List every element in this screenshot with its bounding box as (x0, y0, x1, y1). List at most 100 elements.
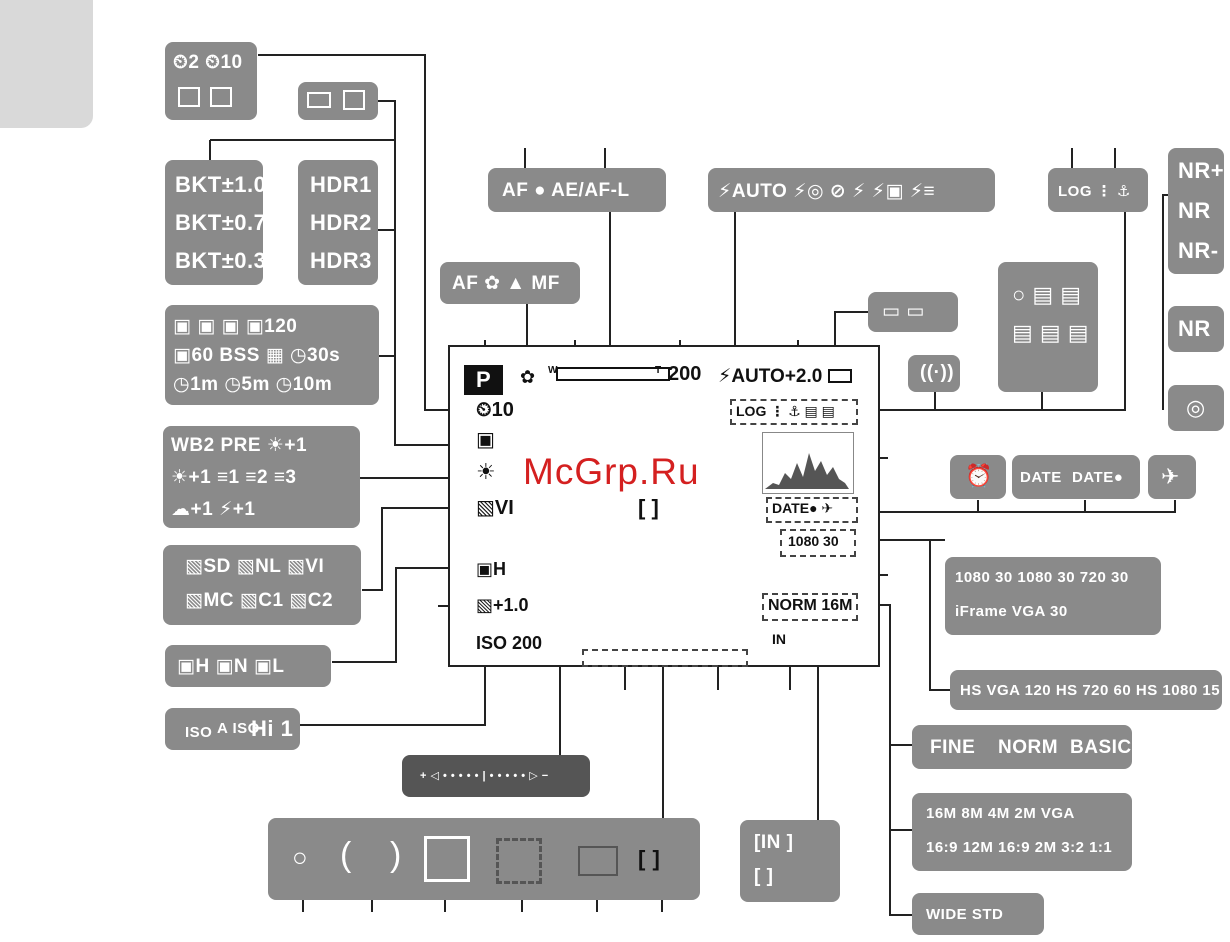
date-box: DATE DATE● (1012, 455, 1140, 499)
smile-timer-icon (177, 86, 237, 115)
clock-icon: ⏰ (965, 463, 993, 488)
focus-bracket-icon: [ ] (638, 846, 661, 871)
image-size-row-2: 16:9 12M 16:9 2M 3:2 1:1 (926, 839, 1113, 856)
memory-row-2: [ ] (754, 866, 774, 887)
monitor-exposure: ▧+1.0 (476, 595, 529, 615)
image-size-row-1: 16M 8M 4M 2M VGA (926, 805, 1075, 822)
hdr-2: HDR2 (310, 210, 372, 235)
clock-icon-box: ⏰ (950, 455, 1006, 499)
focus-rect-icon (578, 846, 618, 876)
log-gps-box: LOG ⋮ ⚓ (1048, 168, 1148, 212)
movie-size-row-1: 1080 30 1080 30 720 30 (955, 569, 1129, 586)
focus-right-paren: ) (390, 836, 402, 874)
hdr-3: HDR3 (310, 248, 372, 273)
watermark: McGrp.Ru (523, 451, 700, 492)
iso-hi: Hi 1 (251, 716, 294, 741)
monitor-wb: ☀ (476, 459, 496, 484)
focus-left-paren: ( (340, 836, 352, 874)
exposure-scale: + ◁ • • • • • | • • • • • ▷ − (420, 770, 549, 782)
hs-movie-box: HS VGA 120 HS 720 60 HS 1080 15 (950, 670, 1222, 710)
vr-box: ((·)) (908, 355, 960, 392)
vr-icon-box: ◎ (1168, 385, 1224, 431)
bracketing-3: BKT±0.3 (175, 248, 267, 273)
nr-normal: NR (1178, 198, 1211, 223)
iso-b: A ISO (217, 720, 260, 737)
movie-icons-box (298, 82, 378, 120)
dlighting-box: ▣H ▣N ▣L (165, 645, 331, 687)
focus-square-icon (424, 836, 470, 882)
bracketing-1: BKT±1.0 (175, 172, 267, 197)
bracketing-2: BKT±0.7 (175, 210, 267, 235)
quality-basic: BASIC (1070, 737, 1132, 758)
iso-a: ISO (185, 724, 213, 741)
af-ael-box: AF ● AE/AF-L (488, 168, 666, 212)
hdr-1: HDR1 (310, 172, 372, 197)
nr-plus: NR+ (1178, 158, 1225, 183)
nr-box: NR+ NR NR- (1168, 148, 1224, 274)
monitor-movie: 1080 30 (788, 533, 839, 549)
continuous-row-3: ◷1m ◷5m ◷10m (173, 374, 333, 395)
monitor-continuous: ▣ (476, 429, 495, 451)
wb-row-3: ☁+1 ⚡+1 (171, 499, 256, 520)
movie-camera-icon (307, 90, 365, 110)
gps-signal-icons: ○ ▤ ▤ ▤ ▤ ▤ (1012, 282, 1090, 345)
focus-center-icon: ○ (292, 842, 309, 872)
monitor-date-group (766, 497, 858, 523)
monitor-iso: 200 (668, 363, 702, 385)
flash-modes-label: ⚡AUTO ⚡◎ ⊘ ⚡ ⚡▣ ⚡≡ (718, 181, 936, 202)
flash-modes-box: ⚡AUTO ⚡◎ ⊘ ⚡ ⚡▣ ⚡≡ (708, 168, 995, 212)
self-timer-label: ⏲2 ⏲10 (173, 52, 243, 73)
monitor-battery-icon (828, 369, 852, 383)
dlighting-row: ▣H ▣N ▣L (177, 656, 285, 677)
zoom-t: T (655, 365, 662, 376)
af-ael-label: AF ● AE/AF-L (502, 180, 630, 201)
quality-norm: NORM (998, 737, 1059, 758)
monitor-quality-group (762, 593, 858, 621)
travel-icon: ✈ (1161, 464, 1180, 489)
fisheye-label: WIDE STD (926, 906, 1004, 923)
exposure-scale-box: + ◁ • • • • • | • • • • • ▷ − (402, 755, 590, 797)
monitor-log: LOG ⋮ ⚓ ▤ ▤ (736, 403, 835, 419)
af-frame: [ ] (638, 495, 659, 520)
focus-target-icon (496, 838, 542, 884)
monitor-timer: ⏲10 (476, 399, 514, 421)
image-size-box: 16M 8M 4M 2M VGA 16:9 12M 16:9 2M 3:2 1:… (912, 793, 1132, 871)
continuous-row-2: ▣60 BSS ▦ ◷30s (173, 345, 341, 366)
continuous-row-1: ▣ ▣ ▣ ▣120 (173, 316, 298, 337)
self-timer-box: ⏲2 ⏲10 (165, 42, 257, 120)
macro-icon: ✿ (520, 367, 536, 387)
gps-signal-box: ○ ▤ ▤ ▤ ▤ ▤ (998, 262, 1098, 392)
battery-box: ▭ ▭ (868, 292, 958, 332)
white-balance-box: WB2 PRE ☀+1 ☀+1 ≡⁠1 ≡⁠2 ≡⁠3 ☁+1 ⚡+1 (163, 426, 360, 528)
monitor-date: DATE● ✈ (772, 500, 834, 516)
monitor-exposure-scale-area (582, 649, 748, 667)
histogram (762, 432, 854, 494)
nr-minus: NR- (1178, 238, 1219, 263)
vr-label: ((·)) (920, 362, 955, 383)
monitor-quality: NORM 16M (768, 597, 853, 614)
pc-row-2: ▧MC ▧C1 ▧C2 (185, 590, 334, 611)
memory-row-1: [IN ] (754, 832, 794, 853)
zoom-bar (556, 367, 670, 381)
battery-label: ▭ ▭ (882, 301, 925, 322)
nr-single: NR (1178, 316, 1211, 341)
continuous-box: ▣ ▣ ▣ ▣120 ▣60 BSS ▦ ◷30s ◷1m ◷5m ◷10m (165, 305, 379, 405)
wb-row-2: ☀+1 ≡⁠1 ≡⁠2 ≡⁠3 (171, 467, 297, 488)
quality-box: FINE NORM BASIC (912, 725, 1132, 769)
fisheye-box: WIDE STD (912, 893, 1044, 935)
monitor-iso-label: ISO 200 (476, 633, 543, 653)
date-clock-label: DATE● (1072, 469, 1124, 486)
vr-icon: ◎ (1186, 395, 1206, 420)
movie-size-box: 1080 30 1080 30 720 30 iFrame VGA 30 (945, 557, 1161, 635)
log-gps-label: LOG ⋮ ⚓ (1058, 183, 1131, 200)
zoom-w: W (548, 365, 558, 376)
page-tab (0, 0, 93, 128)
focus-area-box: ○ ( ) [ ] (268, 818, 700, 900)
camera-monitor: P ✿ W T 200 ⚡AUTO+2.0 ⏲10 LOG ⋮ ⚓ ▤ ▤ ▣ … (448, 345, 880, 667)
movie-size-row-2: iFrame VGA 30 (955, 603, 1068, 620)
monitor-memory: IN (772, 631, 786, 647)
iso-box: ISO A ISO Hi 1 (165, 708, 300, 750)
wb-row-1: WB2 PRE ☀+1 (171, 435, 308, 456)
monitor-movie-group (780, 529, 856, 557)
hdr-box: HDR1 HDR2 HDR3 (298, 160, 378, 285)
